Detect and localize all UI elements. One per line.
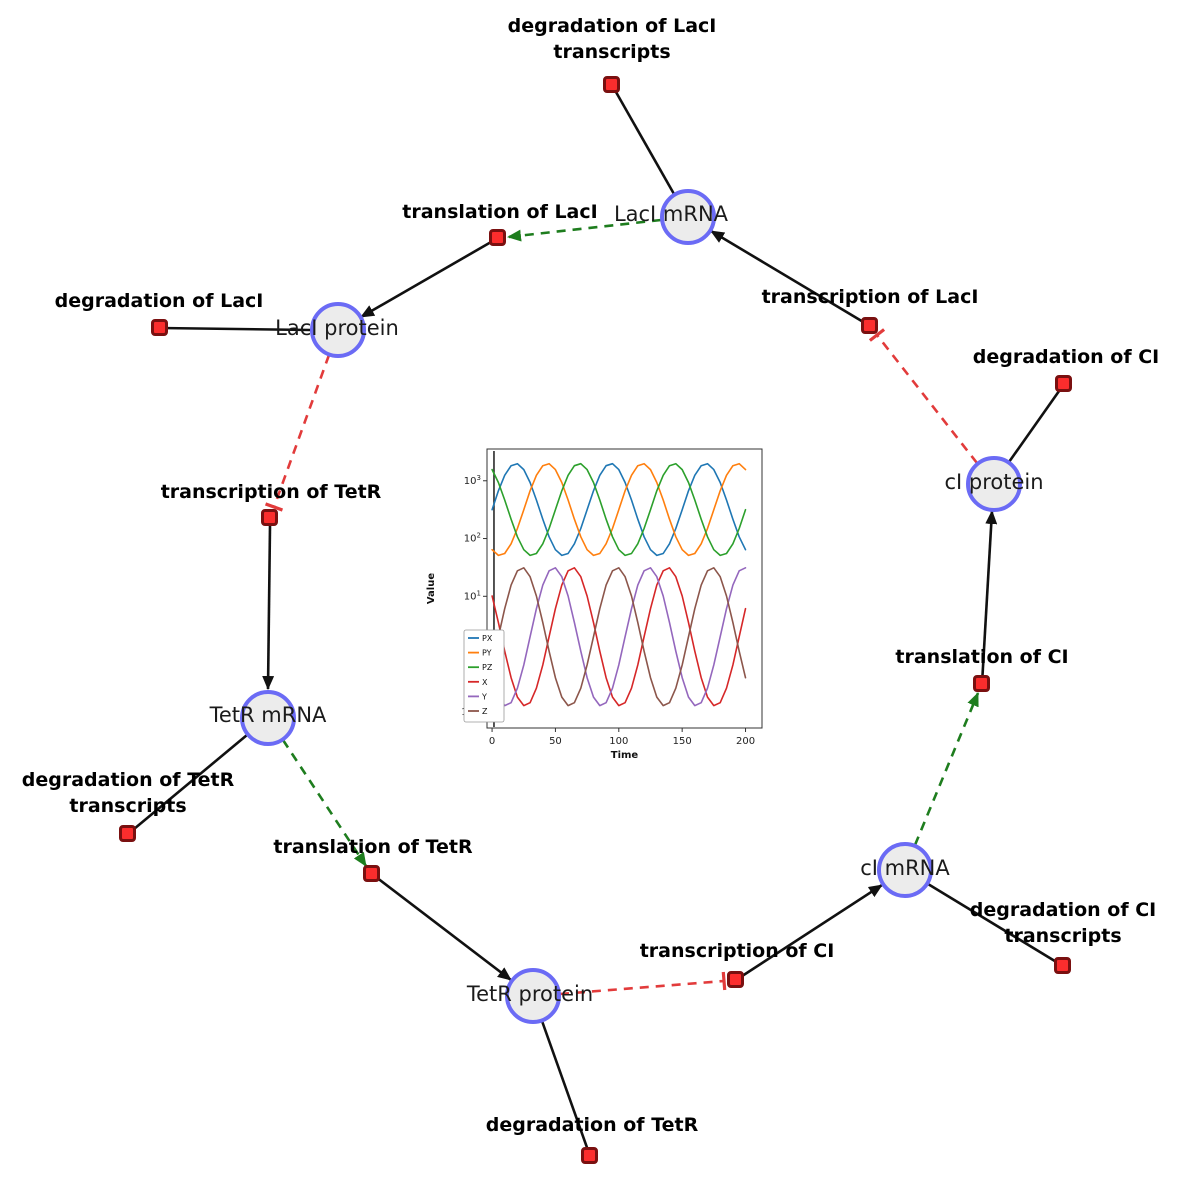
x-tick-label: 150 [673,736,692,747]
x-axis-label: Time [611,750,639,761]
edge-transcription-laci-to-laci-mrna [710,229,871,328]
x-tick-label: 100 [609,736,628,747]
reaction-node-translation-ci[interactable] [973,675,990,692]
edge-laci-protein-inhibits-transcription-tetr [264,354,331,512]
reaction-label-translation-tetr: translation of TetR [273,836,473,858]
reaction-node-degradation-ci[interactable] [1055,375,1072,392]
reaction-node-transcription-tetr[interactable] [261,509,278,526]
time-series-plot: 10-1100101102103050100150200TimeValuePXP… [420,440,780,770]
reaction-node-degradation-laci-transcripts[interactable] [603,76,620,93]
legend-label-Y: Y [481,692,487,701]
species-node-tetr-mrna[interactable] [240,690,296,746]
reaction-label-transcription-laci: transcription of LacI [761,286,979,308]
species-node-laci-protein[interactable] [310,302,366,358]
edge-tetr-mrna-to-degradation-tetr-transcripts [127,734,248,835]
reaction-label-translation-ci: translation of CI [895,646,1069,668]
series-line-Z [491,567,747,707]
edge-laci-protein-to-degradation-laci [159,326,312,332]
edge-transcription-ci-to-ci-mrna [735,883,883,982]
series-line-PY [491,462,747,557]
species-node-ci-protein[interactable] [966,456,1022,512]
series-line-Y [491,567,747,707]
y-axis-label: Value [426,573,437,604]
legend-label-Z: Z [482,707,488,716]
reaction-label-transcription-tetr: transcription of TetR [160,481,382,503]
reaction-label-degradation-ci-transcripts: degradation of CI transcripts [969,899,1157,947]
edge-ci-protein-inhibits-transcription-laci [868,328,979,464]
species-label-tetr-mrna: TetR mRNA [209,703,327,727]
edge-translation-ci-to-ci-protein [980,510,998,685]
legend-label-PX: PX [482,634,493,643]
reaction-node-translation-laci[interactable] [489,229,506,246]
edge-ci-mrna-activates-translation-ci [913,692,980,846]
species-node-ci-mrna[interactable] [877,842,933,898]
reaction-label-degradation-laci-transcripts: degradation of LacI transcripts [507,15,717,63]
time-series-plot-svg: 10-1100101102103050100150200TimeValuePXP… [426,448,763,761]
species-node-laci-mrna[interactable] [660,189,716,245]
reaction-node-translation-tetr[interactable] [363,865,380,882]
edge-ci-mrna-to-degradation-ci-transcripts [927,882,1064,968]
reaction-node-degradation-ci-transcripts[interactable] [1054,957,1071,974]
edge-transcription-tetr-to-tetr-mrna [262,525,275,690]
legend-label-PZ: PZ [482,663,493,672]
species-label-ci-protein: cI protein [944,470,1044,494]
reaction-node-transcription-ci[interactable] [727,971,744,988]
reaction-node-transcription-laci[interactable] [861,317,878,334]
reaction-label-transcription-ci: transcription of CI [639,940,835,962]
edge-translation-laci-to-laci-protein [360,236,499,319]
y-tick-label: 103 [464,474,481,487]
species-label-laci-mrna: LacI mRNA [613,202,729,226]
reaction-node-degradation-laci[interactable] [151,319,168,336]
legend-label-PY: PY [482,649,492,658]
species-label-tetr-protein: TetR protein [466,982,594,1006]
reaction-node-degradation-tetr[interactable] [581,1147,598,1164]
edge-laci-mrna-to-degradation-laci-transcripts [610,84,676,195]
series-line-PZ [491,462,747,557]
x-tick-label: 0 [489,736,495,747]
reaction-label-degradation-tetr-transcripts: degradation of TetR transcripts [21,769,235,817]
series-line-PX [491,462,747,557]
reaction-node-degradation-tetr-transcripts[interactable] [119,825,136,842]
y-tick-label: 102 [464,532,481,545]
legend-label-X: X [482,678,488,687]
plot-legend: PX PY PZ XYZ [463,629,505,723]
edge-tetr-protein-to-degradation-tetr [540,1020,592,1157]
edge-laci-mrna-activates-translation-laci [507,218,662,242]
edge-ci-protein-to-degradation-ci [1007,383,1066,463]
edge-translation-tetr-to-tetr-protein [371,872,512,982]
reaction-label-degradation-tetr: degradation of TetR [485,1114,699,1136]
y-tick-label: 101 [464,589,481,602]
plot-frame [486,448,763,729]
species-node-tetr-protein[interactable] [505,968,561,1024]
reaction-label-degradation-ci: degradation of CI [972,346,1160,368]
species-label-ci-mrna: cI mRNA [860,856,950,880]
edge-tetr-protein-inhibits-transcription-ci [559,971,727,996]
species-label-laci-protein: LacI protein [275,316,399,340]
series-line-X [491,567,747,707]
x-tick-label: 200 [736,736,755,747]
reaction-label-degradation-laci: degradation of LacI [54,290,264,312]
x-tick-label: 50 [549,736,562,747]
reaction-label-translation-laci: translation of LacI [402,201,598,223]
